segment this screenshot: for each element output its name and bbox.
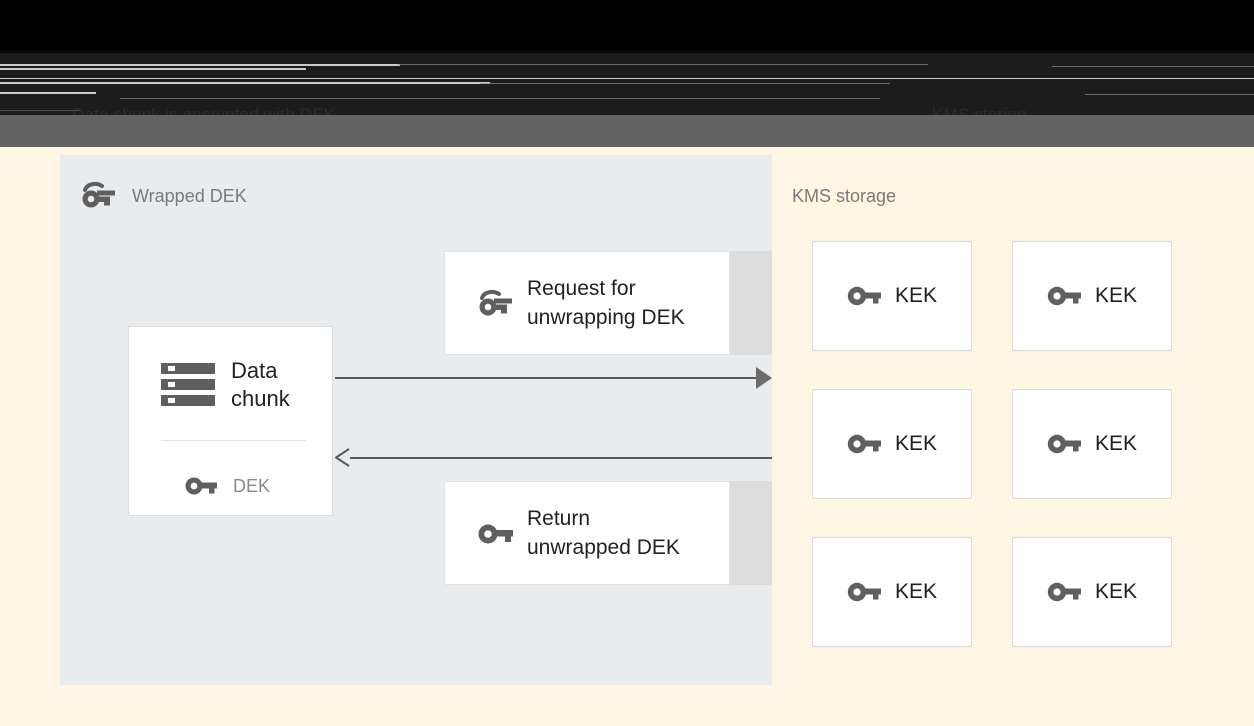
kek-card[interactable]: KEK [1012,537,1172,647]
redaction-line [0,92,96,94]
key-icon [185,476,217,496]
data-chunk-label: Data chunk [231,357,290,411]
key-icon [477,519,513,547]
arrow-return-line [350,457,772,459]
redaction-line [120,98,880,99]
data-chunk-card-bottom: DEK [129,457,332,515]
redaction-line [0,68,306,70]
kek-label: KEK [894,284,938,307]
redaction-line [398,64,928,65]
redaction-line [480,83,890,84]
key-icon [847,433,881,455]
wrapped-dek-panel-title: Wrapped DEK [132,186,247,206]
kek-label: KEK [1094,580,1138,603]
key-icon [1047,581,1081,603]
header-gray-band [0,115,1254,147]
request-unwrap-card[interactable]: Request for unwrapping DEK [444,251,730,355]
kek-label: KEK [1094,432,1138,455]
return-unwrapped-card[interactable]: Return unwrapped DEK [444,481,730,585]
data-chunk-dek-label: DEK [233,475,271,496]
arrow-request-head [756,367,772,389]
kms-storage-panel-title: KMS storage [792,186,897,206]
return-unwrapped-label: Return unwrapped DEK [527,507,680,559]
data-chunk-card-top: Data chunk [129,327,332,442]
data-chunk-divider [161,440,306,441]
redaction-line [1052,66,1254,67]
redaction-line [0,82,490,84]
key-icon [847,285,881,307]
request-unwrap-label: Request for unwrapping DEK [527,277,685,329]
redaction-line [0,110,80,111]
data-chunk-card[interactable]: Data chunk DEK [128,326,333,516]
kek-card[interactable]: KEK [1012,241,1172,351]
header-black-area [0,0,1254,50]
wrapped-key-icon [477,289,513,317]
arrow-return-head [334,448,350,467]
redaction-line [0,78,1254,79]
redaction-line [0,64,400,66]
kek-label: KEK [894,580,938,603]
return-card-shadow [730,481,772,585]
kek-card[interactable]: KEK [812,241,972,351]
kek-label: KEK [1094,284,1138,307]
key-icon [847,581,881,603]
wrapped-key-icon [80,181,116,209]
kek-label: KEK [894,432,938,455]
kek-grid: KEK KEK KEK [812,241,1172,647]
arrow-request-line [335,377,760,379]
key-icon [1047,433,1081,455]
key-icon [1047,285,1081,307]
redaction-line [1085,94,1254,95]
header-dark-band: Data chunk is encrypted with DEKand stor… [0,50,1254,146]
kek-card[interactable]: KEK [812,537,972,647]
kek-card[interactable]: KEK [1012,389,1172,499]
kek-card[interactable]: KEK [812,389,972,499]
request-card-shadow [730,251,772,355]
data-chunk-icon [161,362,215,408]
